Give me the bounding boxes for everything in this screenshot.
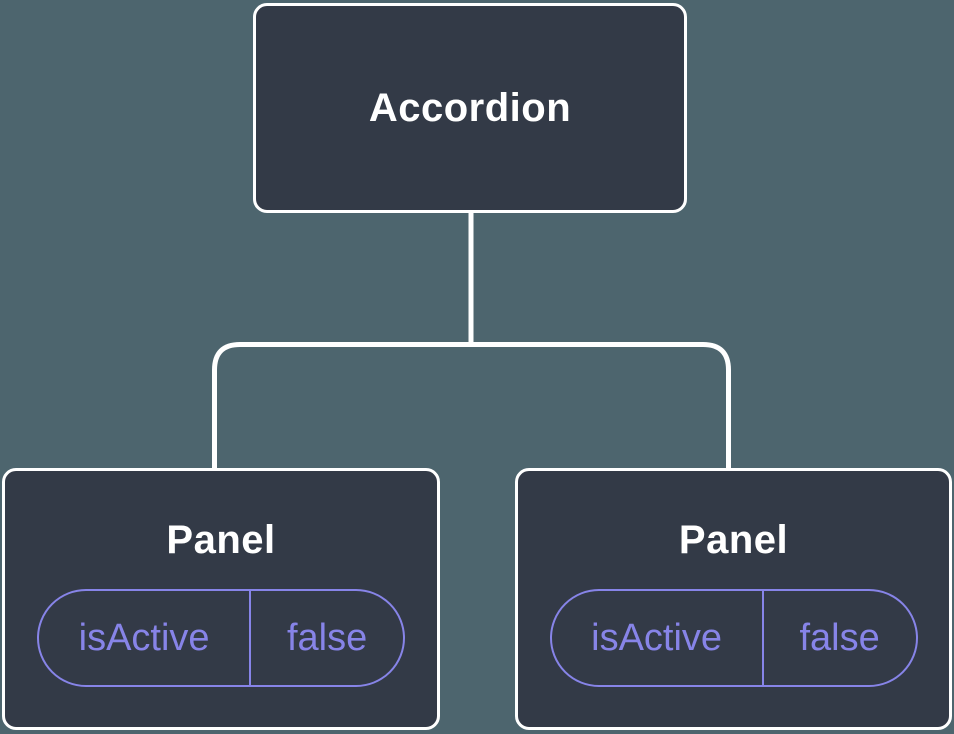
state-name: isActive xyxy=(39,591,252,685)
state-name: isActive xyxy=(552,591,764,685)
state-pill: isActive false xyxy=(549,589,918,687)
state-value: false xyxy=(286,617,368,659)
tree-node-panel-right: Panel isActive false xyxy=(515,468,952,730)
tree-node-accordion: Accordion xyxy=(253,3,687,213)
tree-node-panel-left: Panel isActive false xyxy=(2,468,440,730)
state-value: false xyxy=(799,617,880,659)
state-pill: isActive false xyxy=(37,589,405,687)
accordion-node-label: Accordion xyxy=(368,86,572,130)
panel-node-label: Panel xyxy=(166,518,276,562)
panel-node-label: Panel xyxy=(678,518,789,562)
connector-branch xyxy=(212,342,731,470)
